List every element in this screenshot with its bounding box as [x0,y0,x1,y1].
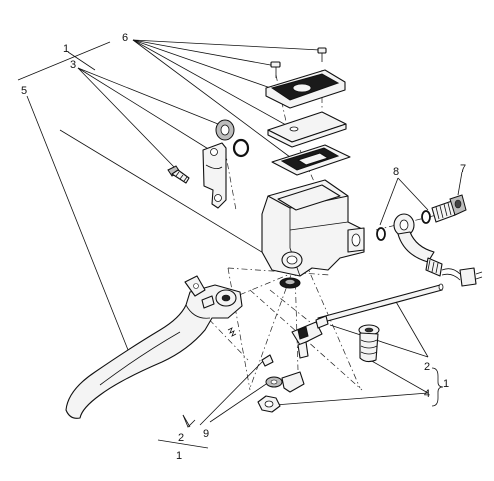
bracket-brace-right [431,367,444,407]
lever-spring [227,327,237,337]
switch-wire-connector [441,267,483,287]
callout-1-right: 1 [443,378,449,390]
callout-8: 8 [393,166,399,178]
clamp-bolt [167,165,190,184]
cap-plate [267,111,347,148]
reservoir-diaphragm [271,144,351,176]
callout-9: 9 [203,428,209,440]
banjo-hose-fitting [393,213,443,277]
cap-screw-right [317,47,327,62]
pivot-bushing [279,277,301,289]
pivot-nut [257,395,281,413]
banjo-bolt [431,194,467,223]
brake-light-switch [291,315,329,359]
callout-3: 3 [70,59,76,71]
leader-lines [17,39,463,449]
callout-5: 5 [21,85,27,97]
callout-1-top: 1 [63,43,69,55]
cap-screw-left [270,61,281,78]
callout-7: 7 [460,163,466,175]
callout-4: 4 [424,388,430,400]
callout-labels: 1 6 3 5 8 7 2 1 4 2 9 1 [21,32,466,462]
push-rod [317,283,444,324]
callout-1-bottom: 1 [176,450,182,462]
brake-lever [65,275,243,419]
reservoir-cap [265,69,346,109]
handlebar-clamp [202,142,227,209]
bushing-and-oring [215,119,250,158]
callout-2-right: 2 [424,361,430,373]
banjo-washers [376,210,431,241]
pin-and-spacer [261,354,305,393]
lever-pivot-bolt [358,324,380,363]
spring-pin [182,414,191,428]
master-cylinder-body [261,179,365,277]
callout-6: 6 [122,32,128,44]
callout-2-bottom: 2 [178,432,184,444]
